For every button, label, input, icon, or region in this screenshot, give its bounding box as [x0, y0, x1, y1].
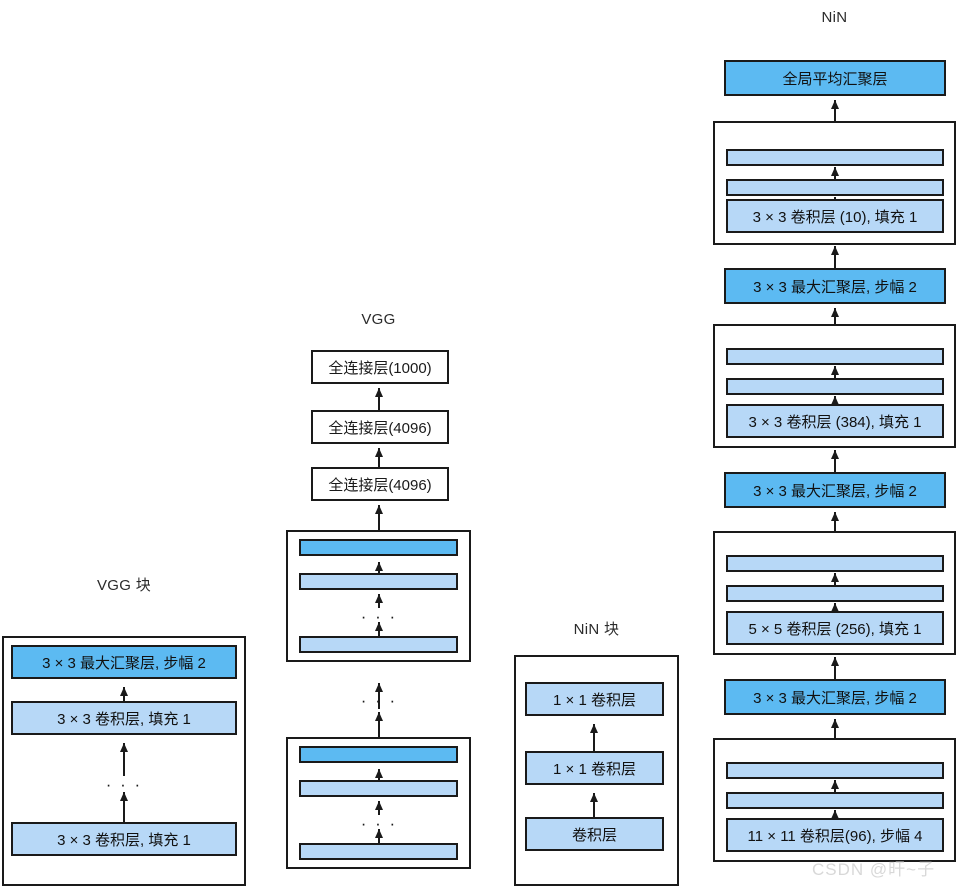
nin-group-256-bar-mid — [726, 585, 944, 602]
nin-group-384-bar-mid — [726, 378, 944, 395]
nin-group-10-bar-top — [726, 149, 944, 166]
nin-group-10-conv: 3 × 3 卷积层 (10), 填充 1 — [726, 199, 944, 233]
vgg-block-layer-conv-top: 3 × 3 卷积层, 填充 1 — [11, 701, 237, 735]
vgg-block-layer-conv-bottom: 3 × 3 卷积层, 填充 1 — [11, 822, 237, 856]
nin-maxpool-1: 3 × 3 最大汇聚层, 步幅 2 — [724, 268, 946, 304]
vgg-fc-4096-lower: 全连接层(4096) — [311, 467, 449, 501]
nin-group-96-bar-top — [726, 762, 944, 779]
vgg-upper-bar-top — [299, 539, 458, 556]
nin-group-256-conv: 5 × 5 卷积层 (256), 填充 1 — [726, 611, 944, 645]
nin-group-384-bar-top — [726, 348, 944, 365]
vgg-lower-bar-top — [299, 746, 458, 763]
vgg-between-ellipsis: · · · — [360, 691, 398, 710]
vgg-block-title: VGG 块 — [96, 577, 151, 594]
nin-maxpool-3: 3 × 3 最大汇聚层, 步幅 2 — [724, 679, 946, 715]
nin-group-96-conv: 11 × 11 卷积层(96), 步幅 4 — [726, 818, 944, 852]
vgg-upper-bar-mid — [299, 573, 458, 590]
vgg-title: VGG — [361, 311, 396, 328]
vgg-lower-bar-bottom — [299, 843, 458, 860]
nin-maxpool-2: 3 × 3 最大汇聚层, 步幅 2 — [724, 472, 946, 508]
vgg-block-layer-maxpool: 3 × 3 最大汇聚层, 步幅 2 — [11, 645, 237, 679]
nin-group-256-bar-top — [726, 555, 944, 572]
vgg-lower-bar-mid — [299, 780, 458, 797]
nin-title: NiN — [821, 9, 848, 26]
vgg-fc-4096-upper: 全连接层(4096) — [311, 410, 449, 444]
nin-block-conv-1x1-top: 1 × 1 卷积层 — [525, 682, 664, 716]
nin-group-10-bar-mid — [726, 179, 944, 196]
nin-group-96-bar-mid — [726, 792, 944, 809]
nin-block-conv-1x1-mid: 1 × 1 卷积层 — [525, 751, 664, 785]
vgg-block-ellipsis: · · · — [105, 775, 143, 794]
vgg-lower-ellipsis: · · · — [360, 814, 398, 833]
nin-global-avg-pool: 全局平均汇聚层 — [724, 60, 946, 96]
nin-group-384-conv: 3 × 3 卷积层 (384), 填充 1 — [726, 404, 944, 438]
nin-block-title: NiN 块 — [573, 621, 620, 638]
vgg-upper-bar-bottom — [299, 636, 458, 653]
nin-block-conv: 卷积层 — [525, 817, 664, 851]
vgg-upper-ellipsis: · · · — [360, 607, 398, 626]
vgg-fc-1000: 全连接层(1000) — [311, 350, 449, 384]
